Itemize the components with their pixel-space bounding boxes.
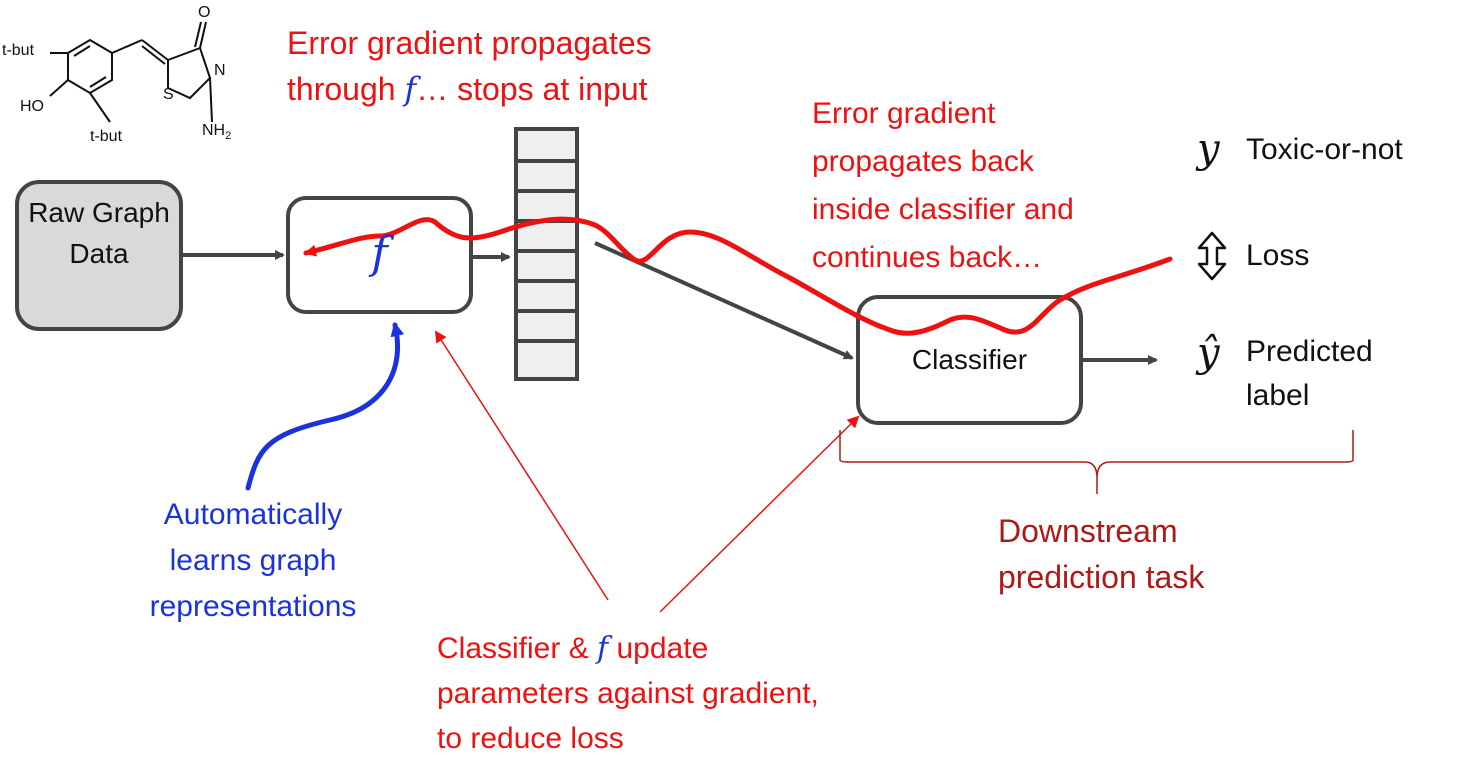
f-box [286,196,473,314]
oxygen-label: O [198,4,211,21]
bond-double [141,39,169,61]
classifier-label: Classifier [911,344,1028,375]
bond-hydroxyl [49,79,69,97]
amine-label: NH2 [202,122,232,143]
downstream-annotation: Downstream prediction task [998,513,1205,595]
nitrogen-label: N [214,62,226,79]
update-arrow-to-f [434,330,609,601]
embedding-vector [514,127,579,381]
benzene-ring [67,38,113,95]
bond-tbut-bottom [89,92,111,123]
tbut-bottom-label: t-but [90,128,123,145]
sulfur-label: S [163,86,174,103]
bond-carbonyl [199,21,207,49]
top-gradient-annotation: Error gradient propagates through f… sto… [287,25,652,108]
downstream-brace [839,430,1354,494]
molecule-structure [49,21,213,123]
representation-learning-arrow [245,322,405,491]
hydroxyl-label: HO [20,98,44,115]
update-annotation: Classifier & f update parameters against… [437,631,819,755]
yhat-symbol: ŷ [1197,330,1220,376]
y-symbol: y [1197,126,1220,172]
raw-graph-data-label: Raw Graph Data [28,197,170,269]
representation-annotation: Automatically learns graph representatio… [149,498,357,623]
y-label: Toxic-or-not [1246,133,1403,166]
f-box-label: f [371,228,388,279]
bond-vinyl [111,39,143,54]
thiazole-ring [167,46,212,100]
update-arrow-to-classifier [659,415,860,613]
gradient-flow-line [303,216,1173,336]
loss-double-arrow-icon [1197,231,1227,281]
loss-label: Loss [1246,239,1310,272]
raw-graph-data-box [15,180,183,331]
yhat-label: Predicted label [1246,335,1373,412]
bond-amine [209,77,213,123]
classifier-gradient-annotation: Error gradient propagates back inside cl… [812,97,1074,274]
tbut-top-label: t-but [2,42,35,59]
